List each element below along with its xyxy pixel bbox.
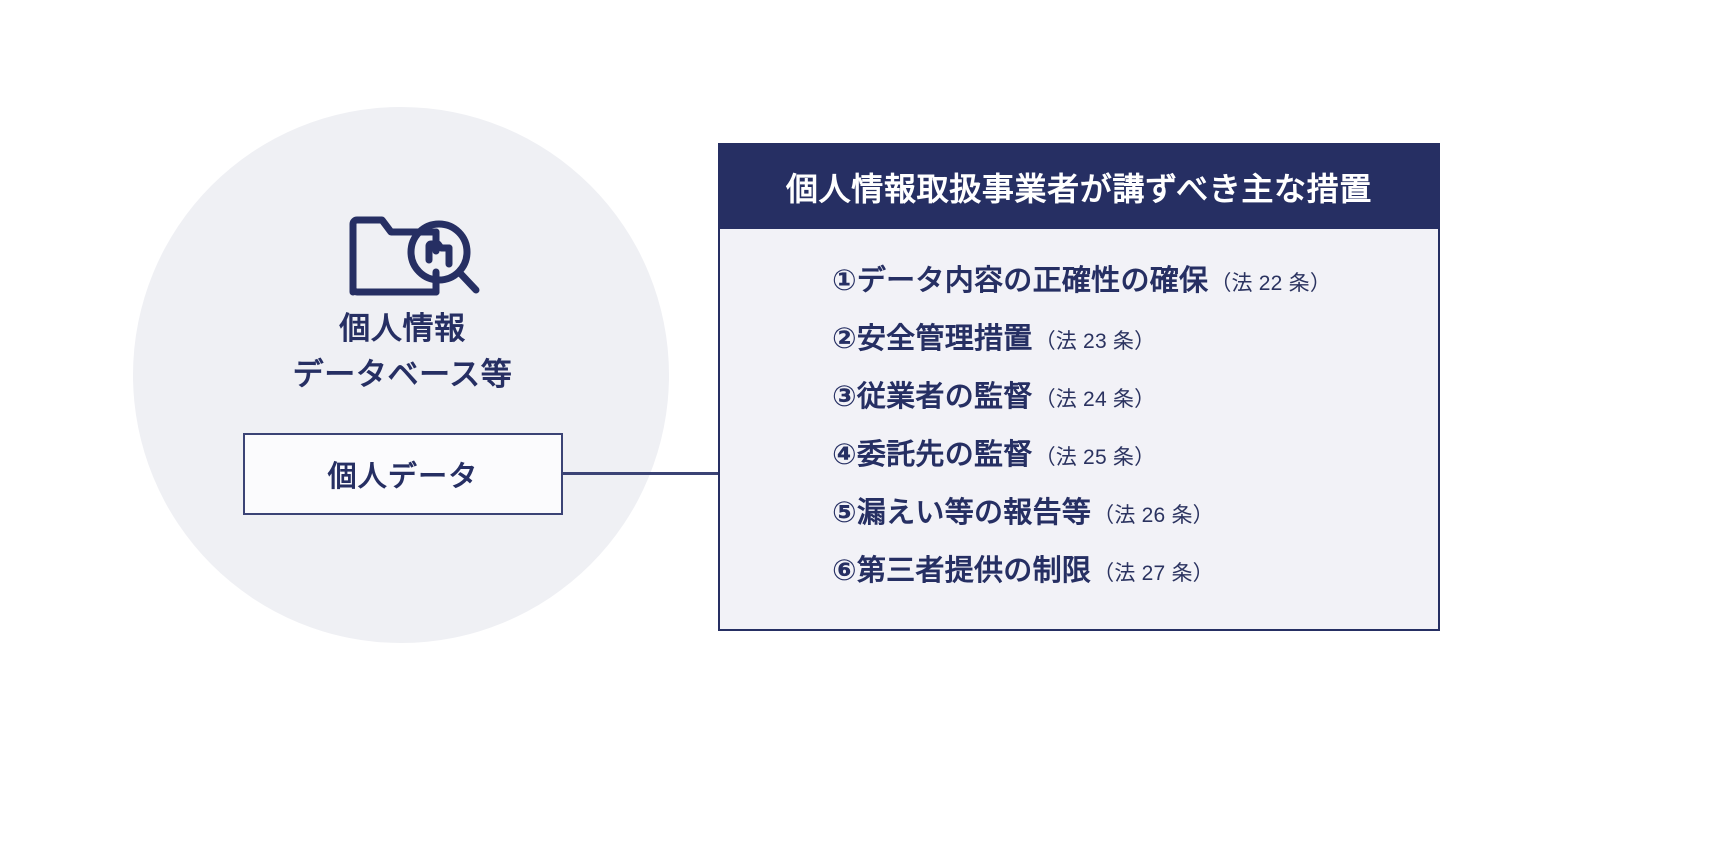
measure-reference-1: （法 22 条） — [1210, 272, 1332, 295]
database-label: 個人情報 データベース等 — [160, 306, 645, 397]
measure-item-5: ⑤漏えい等の報告等 （法 26 条） — [832, 489, 1438, 531]
measure-item-2: ②安全管理措置 （法 23 条） — [832, 315, 1438, 357]
measure-item-4: ④委託先の監督 （法 25 条） — [832, 431, 1438, 473]
measure-title-5: ⑤漏えい等の報告等 — [832, 497, 1092, 529]
circle-backdrop — [133, 107, 669, 643]
measures-list: ①データ内容の正確性の確保 （法 22 条） ②安全管理措置 （法 23 条） … — [720, 229, 1438, 629]
measure-reference-5: （法 26 条） — [1093, 504, 1214, 527]
measures-panel: 個人情報取扱事業者が講ずべき主な措置 ①データ内容の正確性の確保 （法 22 条… — [718, 143, 1440, 631]
measure-reference-2: （法 23 条） — [1034, 330, 1156, 353]
measures-panel-title: 個人情報取扱事業者が講ずべき主な措置 — [786, 171, 1372, 207]
measures-panel-header: 個人情報取扱事業者が講ずべき主な措置 — [720, 145, 1438, 229]
measure-item-6: ⑥第三者提供の制限 （法 27 条） — [832, 547, 1438, 589]
measure-reference-6: （法 27 条） — [1093, 562, 1214, 585]
measure-item-3: ③従業者の監督 （法 24 条） — [832, 373, 1438, 415]
personal-data-box-label: 個人データ — [327, 461, 479, 493]
measure-title-6: ⑥第三者提供の制限 — [832, 555, 1092, 587]
database-label-line-2: データベース等 — [292, 356, 513, 392]
measure-reference-3: （法 24 条） — [1034, 388, 1156, 411]
connector-line — [561, 472, 720, 475]
personal-data-box: 個人データ — [243, 433, 563, 515]
measure-reference-4: （法 25 条） — [1034, 446, 1156, 469]
personal-information-database-group: 個人情報 データベース等 個人データ — [0, 0, 700, 868]
measure-title-4: ④委託先の監督 — [832, 439, 1033, 471]
database-label-line-1: 個人情報 — [339, 311, 466, 346]
measure-title-1: ①データ内容の正確性の確保 — [832, 265, 1209, 297]
measure-title-3: ③従業者の監督 — [832, 381, 1033, 413]
measure-item-1: ①データ内容の正確性の確保 （法 22 条） — [832, 257, 1438, 299]
measure-title-2: ②安全管理措置 — [832, 323, 1033, 355]
folder-search-icon — [335, 206, 480, 296]
